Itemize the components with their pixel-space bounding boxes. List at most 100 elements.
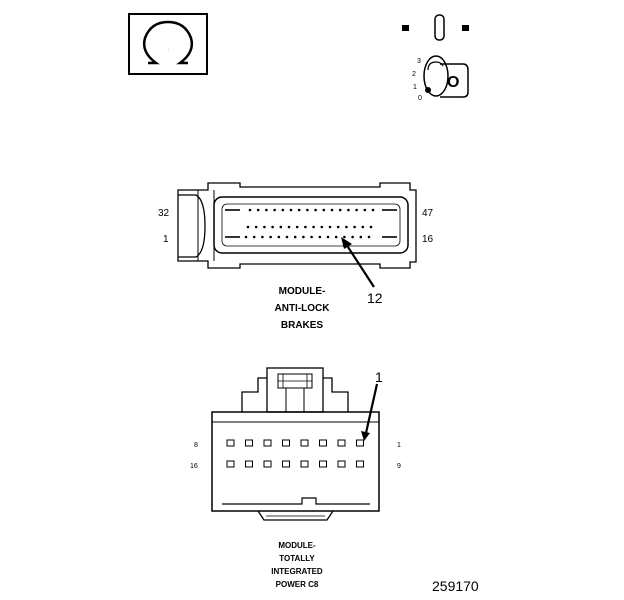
abs-callout-number: 12 xyxy=(367,290,383,306)
abs-connector xyxy=(177,182,417,288)
tipm-pin xyxy=(356,439,364,447)
abs-pin xyxy=(322,208,326,212)
key-letter: O xyxy=(447,74,459,91)
tipm-pin xyxy=(226,460,235,468)
abs-pin xyxy=(244,235,248,239)
abs-pin xyxy=(285,235,289,239)
tipm-pin xyxy=(337,460,346,468)
tipm-pin xyxy=(263,460,272,468)
tipm-pin xyxy=(319,439,327,447)
abs-pin xyxy=(293,235,297,239)
abs-pin xyxy=(361,225,365,229)
abs-pin xyxy=(355,208,358,212)
abs-callout-arrow xyxy=(345,243,375,288)
abs-pin xyxy=(359,235,363,239)
switch-slot xyxy=(434,14,445,41)
tipm-pin-rows xyxy=(226,439,364,468)
tipm-pin xyxy=(356,460,364,468)
ohm-icon xyxy=(142,20,194,65)
abs-pin xyxy=(371,208,375,212)
abs-module-label-line3: BRAKES xyxy=(281,320,324,331)
tipm-lock-tab xyxy=(266,367,324,413)
abs-pin xyxy=(345,225,348,229)
abs-pin xyxy=(363,208,367,212)
tipm-pin xyxy=(263,439,272,447)
abs-pin xyxy=(338,208,342,212)
abs-pin xyxy=(263,225,266,229)
abs-pin-16-label: 16 xyxy=(422,234,434,245)
abs-pin xyxy=(287,225,291,229)
abs-pin xyxy=(310,235,313,239)
tipm-callout-arrow xyxy=(364,383,379,434)
tipm-pin xyxy=(319,460,327,468)
abs-module-label-line2: ANTI-LOCK xyxy=(275,303,331,314)
ignition-position-2: 2 xyxy=(412,71,416,78)
abs-pin xyxy=(295,225,299,229)
tipm-pin xyxy=(282,439,290,447)
abs-pin xyxy=(297,208,301,212)
tipm-pin xyxy=(226,439,235,447)
figure-number: 259170 xyxy=(432,578,479,594)
abs-pin xyxy=(289,208,293,212)
abs-pin xyxy=(304,225,307,229)
abs-pin xyxy=(318,235,322,239)
ohmmeter-symbol xyxy=(128,13,208,75)
tipm-callout-number: 1 xyxy=(375,369,383,385)
tipm-pin xyxy=(245,439,253,447)
abs-pin xyxy=(367,235,371,239)
abs-pin xyxy=(336,225,340,229)
abs-pin xyxy=(326,235,330,239)
tipm-pin-8-label: 8 xyxy=(194,442,198,449)
ohm-symbol-text: Ω xyxy=(168,49,169,51)
tipm-bottom-tab xyxy=(257,510,334,521)
abs-pin xyxy=(314,208,317,212)
abs-pin xyxy=(248,208,252,212)
abs-pin-1-label: 1 xyxy=(163,234,169,245)
abs-pin xyxy=(312,225,315,229)
abs-pin xyxy=(269,235,272,239)
key-position-dot xyxy=(425,87,431,93)
abs-pin xyxy=(369,225,373,229)
abs-pin-32-label: 32 xyxy=(158,208,170,219)
tipm-pin-16-label: 16 xyxy=(190,463,198,470)
tipm-pin xyxy=(337,439,346,447)
abs-pin xyxy=(261,235,264,239)
tipm-module-label-line1: MODULE- xyxy=(278,541,316,550)
abs-pin xyxy=(306,208,309,212)
tipm-pin xyxy=(300,460,309,468)
key-icon xyxy=(440,63,469,98)
abs-pin xyxy=(265,208,268,212)
switch-left-mark xyxy=(402,25,409,31)
abs-pin xyxy=(330,208,334,212)
tipm-connector xyxy=(211,367,380,521)
ignition-position-1: 1 xyxy=(413,84,417,91)
abs-pin xyxy=(351,235,354,239)
abs-pin xyxy=(277,235,281,239)
abs-pin xyxy=(279,225,283,229)
abs-pin xyxy=(302,235,305,239)
abs-pin xyxy=(328,225,332,229)
abs-pin xyxy=(254,225,258,229)
abs-pin-rows xyxy=(244,208,375,239)
lock-cylinder-icon xyxy=(423,55,449,97)
abs-pin xyxy=(353,225,356,229)
ignition-switch xyxy=(402,14,469,98)
abs-pin xyxy=(252,235,256,239)
ignition-position-0: 0 xyxy=(418,95,422,102)
ignition-position-3: 3 xyxy=(417,58,421,65)
abs-pin xyxy=(281,208,285,212)
tipm-housing xyxy=(211,411,380,512)
tipm-module-label-line3: INTEGRATED xyxy=(271,567,323,576)
tipm-module-label-line4: POWER C8 xyxy=(276,580,319,589)
abs-module-label-line1: MODULE- xyxy=(279,286,326,297)
abs-pin xyxy=(271,225,274,229)
tipm-pin-1-label: 1 xyxy=(397,442,401,449)
abs-pin xyxy=(256,208,260,212)
abs-connector-latch xyxy=(178,194,206,258)
switch-right-mark xyxy=(462,25,469,31)
abs-pin-47-label: 47 xyxy=(422,208,434,219)
abs-pin xyxy=(320,225,324,229)
abs-pin xyxy=(334,235,338,239)
tipm-pin xyxy=(300,439,309,447)
